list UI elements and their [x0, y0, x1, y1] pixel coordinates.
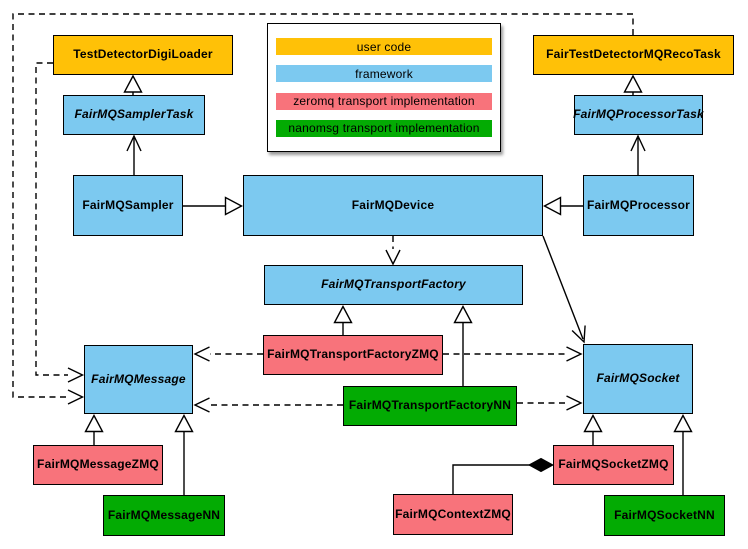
node-fairmq-processor-task: FairMQProcessorTask [573, 95, 704, 135]
legend-item-zeromq: zeromq transport implementation [276, 92, 492, 110]
node-fairmq-socket-nn: FairMQSocketNN [604, 495, 725, 536]
edge-samplertask-to-digiloader [123, 74, 143, 95]
edge-messagenn-to-message [174, 414, 194, 495]
node-fairmq-sampler-task: FairMQSamplerTask [63, 95, 205, 135]
node-fairmq-message: FairMQMessage [84, 345, 193, 414]
legend: user code framework zeromq transport imp… [267, 23, 501, 152]
edge-digiloader-to-message [35, 62, 85, 383]
node-fairmq-device: FairMQDevice [243, 175, 543, 236]
node-test-detector-digi-loader: TestDetectorDigiLoader [53, 35, 233, 75]
edge-device-to-socket [542, 235, 586, 344]
node-fairmq-socket-zmq: FairMQSocketZMQ [553, 445, 674, 485]
node-fairmq-sampler: FairMQSampler [73, 175, 183, 236]
edge-processortask-to-recotask [623, 74, 643, 95]
legend-item-framework: framework [276, 65, 492, 83]
edge-sampler-to-device [183, 196, 243, 216]
edge-tfnn-to-transportfactory [453, 305, 473, 386]
node-fairmq-transport-factory: FairMQTransportFactory [264, 265, 523, 305]
edge-device-to-transportfactory [385, 236, 401, 266]
edge-socketnn-to-socket [673, 414, 693, 495]
legend-item-nanomsg: nanomsg transport implementation [276, 119, 492, 137]
legend-item-user-code: user code [276, 38, 492, 56]
edge-contextzmq-to-socketzmq [452, 457, 555, 494]
edge-processor-to-processortask [630, 134, 646, 175]
edge-tfnn-to-socket [517, 395, 583, 411]
node-fairmq-context-zmq: FairMQContextZMQ [393, 494, 513, 535]
edge-recotask-to-message [12, 13, 634, 405]
edge-tfzmq-to-transportfactory [333, 305, 353, 335]
node-fairmq-processor: FairMQProcessor [583, 175, 694, 236]
node-fairmq-socket: FairMQSocket [583, 344, 693, 414]
node-fairmq-transport-factory-nn: FairMQTransportFactoryNN [343, 386, 517, 426]
edge-tfnn-to-message [193, 397, 343, 413]
edge-sampler-to-samplertask [126, 134, 142, 175]
node-fairmq-transport-factory-zmq: FairMQTransportFactoryZMQ [263, 335, 443, 375]
node-fairmq-message-zmq: FairMQMessageZMQ [33, 445, 163, 485]
edge-tfzmq-to-message [193, 346, 263, 362]
edge-tfzmq-to-socket [443, 346, 583, 362]
edge-socketzmq-to-socket [583, 414, 603, 445]
edge-messagezmq-to-message [84, 414, 104, 445]
node-fair-test-detector-mq-reco-task: FairTestDetectorMQRecoTask [533, 35, 734, 75]
edge-processor-to-device [543, 196, 583, 216]
node-fairmq-message-nn: FairMQMessageNN [103, 495, 225, 536]
